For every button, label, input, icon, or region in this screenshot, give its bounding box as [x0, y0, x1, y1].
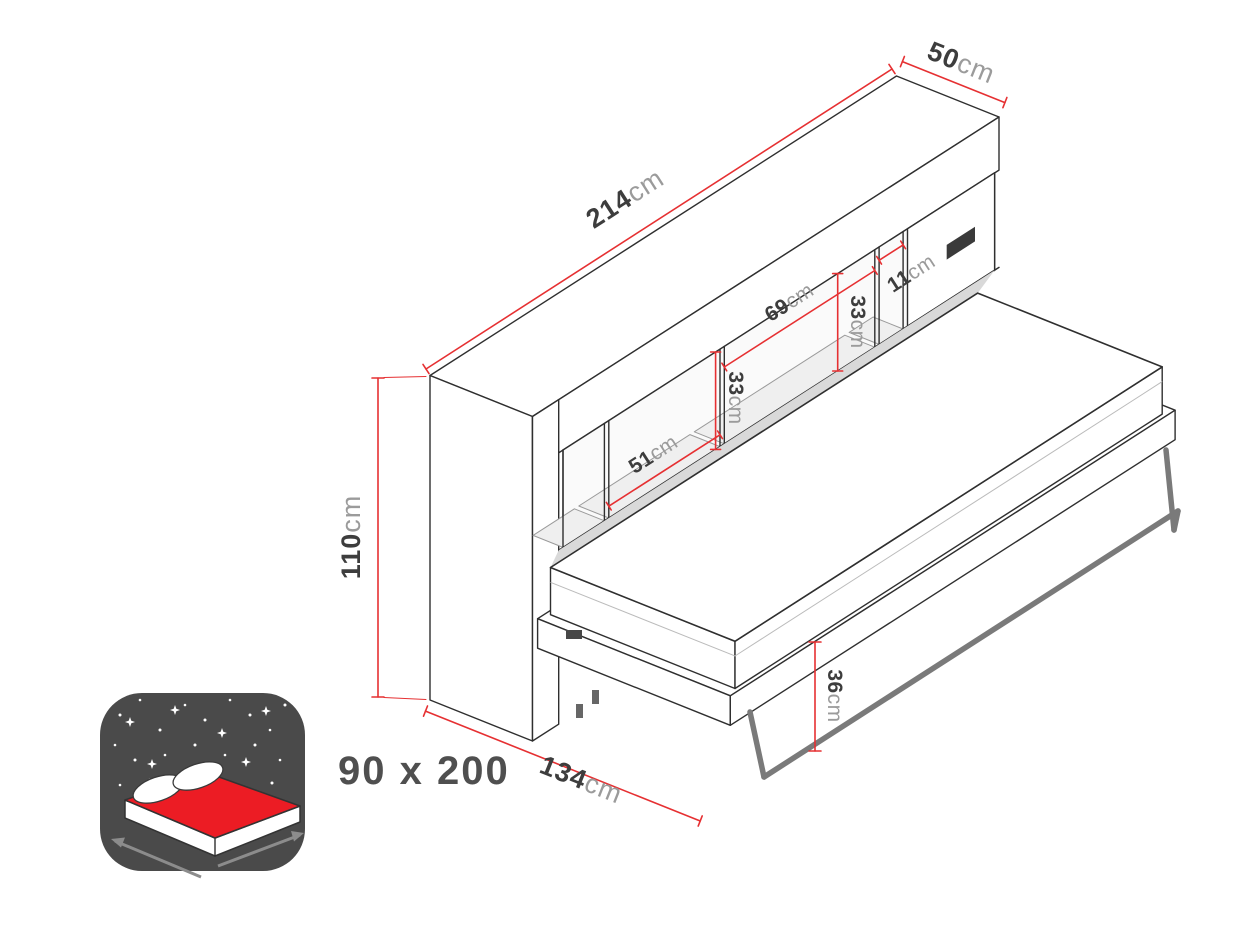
cavity-shadow	[550, 270, 995, 568]
dim-shelf-height-line-1	[709, 351, 722, 451]
bed-drawing	[536, 292, 1181, 780]
bed-icon-pillow	[172, 761, 224, 791]
shelf-dividers	[562, 230, 904, 549]
dim-open-depth-label: 134cm	[536, 750, 627, 810]
dim-shelf-height-label-2: 33cm	[846, 295, 869, 348]
bed-platform-front-face	[729, 409, 1176, 726]
bed-latch	[566, 630, 582, 639]
dim-width-line	[422, 63, 896, 375]
dim-shelf-height-line-2	[831, 272, 844, 372]
dim-top-depth-label: 50cm	[923, 36, 999, 90]
dim-height-line	[371, 376, 427, 700]
dim-open-depth-line	[422, 705, 703, 827]
dim-bed-height-label: 36cm	[823, 669, 846, 722]
dimension-lines	[371, 55, 1008, 827]
dim-shelf-height-label-1: 33cm	[724, 371, 747, 424]
dim-shelf-width-line-69	[721, 265, 878, 372]
dim-width-label: 214cm	[581, 163, 670, 235]
bed-icon	[100, 693, 305, 879]
dim-shelf-width-line-11	[875, 240, 907, 265]
dim-height-label: 110cm	[336, 495, 366, 580]
mattress-top-face	[549, 292, 1163, 643]
mattress-seam	[550, 381, 1163, 657]
cabinet-left-column	[531, 399, 560, 742]
bed-icon-arrow-left	[111, 837, 202, 879]
cabinet-drawing	[429, 75, 1000, 742]
bed-icon-arrow-right	[217, 831, 304, 868]
bed-support-leg	[1163, 447, 1177, 533]
bed-foot	[576, 704, 583, 718]
dim-bed-height-line	[808, 641, 822, 752]
door-handle	[946, 226, 975, 260]
cabinet-side-panel	[429, 374, 534, 742]
dim-shelf-width-line-51	[605, 430, 724, 511]
dim-top-depth-line	[899, 55, 1008, 109]
bed-frame-tube	[747, 447, 1181, 780]
bed-size-label: 90 x 200	[338, 749, 510, 793]
bed-foot	[592, 690, 599, 704]
